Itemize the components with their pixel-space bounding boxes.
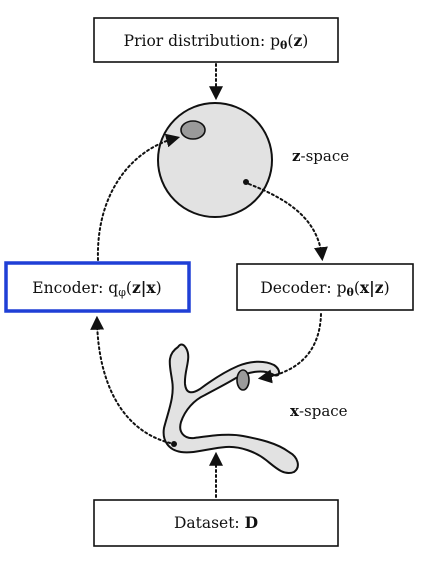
- encoder-box-label: Encoder: qφ(z|x): [32, 278, 161, 299]
- prior-distribution-box: Prior distribution: pθ(z): [93, 17, 339, 63]
- z-space-circle: [157, 102, 273, 218]
- x-space-label: x-space: [290, 402, 348, 420]
- encoder-box-frame: [4, 261, 191, 313]
- encoder-box: Encoder: qφ(z|x): [4, 261, 191, 313]
- encoder-to-zspace-arrow: [96, 133, 181, 261]
- z-space-sample-point: [243, 179, 249, 185]
- flow-arrows: [90, 63, 328, 498]
- decoder-to-xspace-arrow: [257, 313, 322, 384]
- prior-box-frame: [93, 17, 339, 63]
- xspace-to-encoder-arrow: [90, 315, 171, 444]
- decoder-box-frame: [236, 263, 414, 311]
- x-space-decoded-region: [236, 369, 250, 391]
- z-space-encoded-region: [180, 120, 206, 140]
- zspace-to-decoder-arrow: [248, 183, 328, 262]
- decoder-box-label: Decoder: pθ(x|z): [260, 278, 389, 299]
- prior-box-label: Prior distribution: pθ(z): [124, 31, 309, 52]
- x-space-manifold: [162, 343, 299, 474]
- z-space-sphere: [157, 102, 273, 218]
- z-space-label: z-space: [292, 147, 349, 165]
- x-space-manifold-shape: [162, 343, 299, 474]
- dataset-box-frame: [93, 499, 339, 547]
- decoder-box: Decoder: pθ(x|z): [236, 263, 414, 311]
- x-space-data-point: [171, 441, 177, 447]
- dataset-box-label: Dataset: D: [174, 513, 258, 532]
- dataset-box: Dataset: D: [93, 499, 339, 547]
